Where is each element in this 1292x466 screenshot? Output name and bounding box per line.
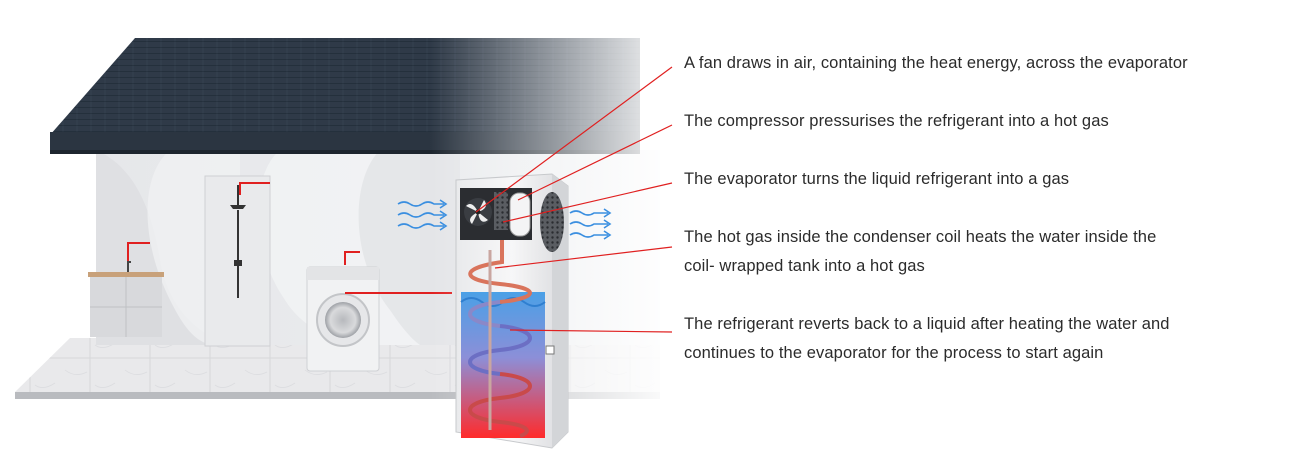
leader-line-condenser <box>494 246 673 269</box>
compressor-icon <box>509 192 531 237</box>
callout-condenser-line1: The hot gas inside the condenser coil he… <box>684 228 1157 246</box>
evaporator-icon <box>494 192 508 230</box>
shower <box>204 175 271 347</box>
callout-compressor: The compressor pressurises the refrigera… <box>684 112 1109 130</box>
callout-fan: A fan draws in air, containing the heat … <box>684 54 1188 72</box>
condenser-coil <box>468 240 532 438</box>
leader-lines <box>475 66 673 333</box>
side-grille <box>540 192 564 252</box>
callout-evaporator: The evaporator turns the liquid refriger… <box>684 170 1070 188</box>
leader-line-refrigerant <box>509 329 673 333</box>
leader-line-fan <box>475 66 673 213</box>
leader-line-compressor <box>517 124 673 201</box>
callout-refrigerant-line2: continues to the evaporator for the proc… <box>684 344 1104 362</box>
callout-refrigerant: The refrigerant reverts back to a liquid… <box>684 310 1170 368</box>
leader-line-evaporator <box>502 182 673 223</box>
fan-icon <box>464 198 492 226</box>
callout-refrigerant-line1: The refrigerant reverts back to a liquid… <box>684 315 1170 333</box>
heat-pump-unit <box>455 173 569 449</box>
callout-condenser-line2: coil- wrapped tank into a hot gas <box>684 257 925 275</box>
kitchen-cabinet <box>88 261 164 337</box>
washing-machine <box>306 266 380 372</box>
airflow-in-icon <box>397 199 448 231</box>
callout-condenser: The hot gas inside the condenser coil he… <box>684 223 1156 281</box>
airflow-out-icon <box>569 208 612 240</box>
